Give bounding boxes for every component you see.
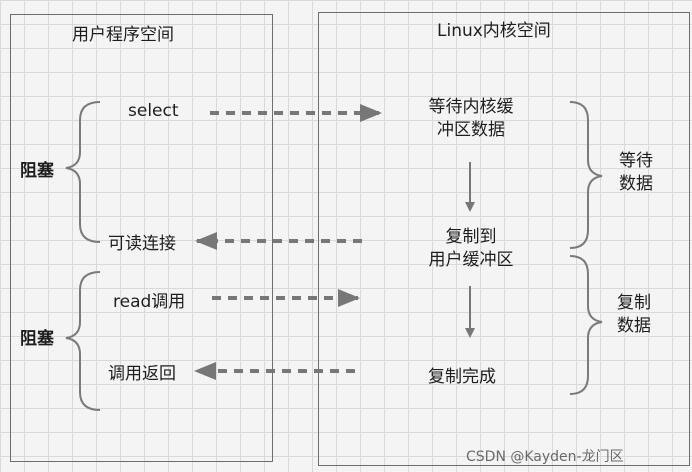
phase-wait-data: 等待 数据: [619, 151, 653, 194]
phase-copy-data: 复制 数据: [617, 293, 651, 336]
kernel-space-title: Linux内核空间: [437, 21, 551, 41]
right-brace-top: [569, 101, 603, 249]
readable-connection: 可读连接: [108, 234, 176, 254]
read-call: read调用: [113, 292, 186, 312]
left-brace-top: [65, 101, 101, 243]
wait-kernel-buffer: 等待内核缓 冲区数据: [428, 97, 514, 140]
user-space-title: 用户程序空间: [72, 25, 174, 45]
block-label-bottom: 阻塞: [20, 329, 54, 349]
copy-done: 复制完成: [428, 367, 496, 387]
kernel-space-box: [318, 12, 690, 466]
watermark: CSDN @Kayden-龙门区: [466, 449, 624, 465]
copy-to-user-buffer: 复制到 用户缓冲区: [428, 227, 514, 270]
block-label-top: 阻塞: [20, 161, 54, 181]
right-brace-bottom: [569, 255, 603, 395]
left-brace-bottom: [65, 271, 101, 411]
user-space-box: [10, 14, 273, 462]
select-call: select: [128, 101, 179, 121]
call-return: 调用返回: [108, 364, 176, 384]
